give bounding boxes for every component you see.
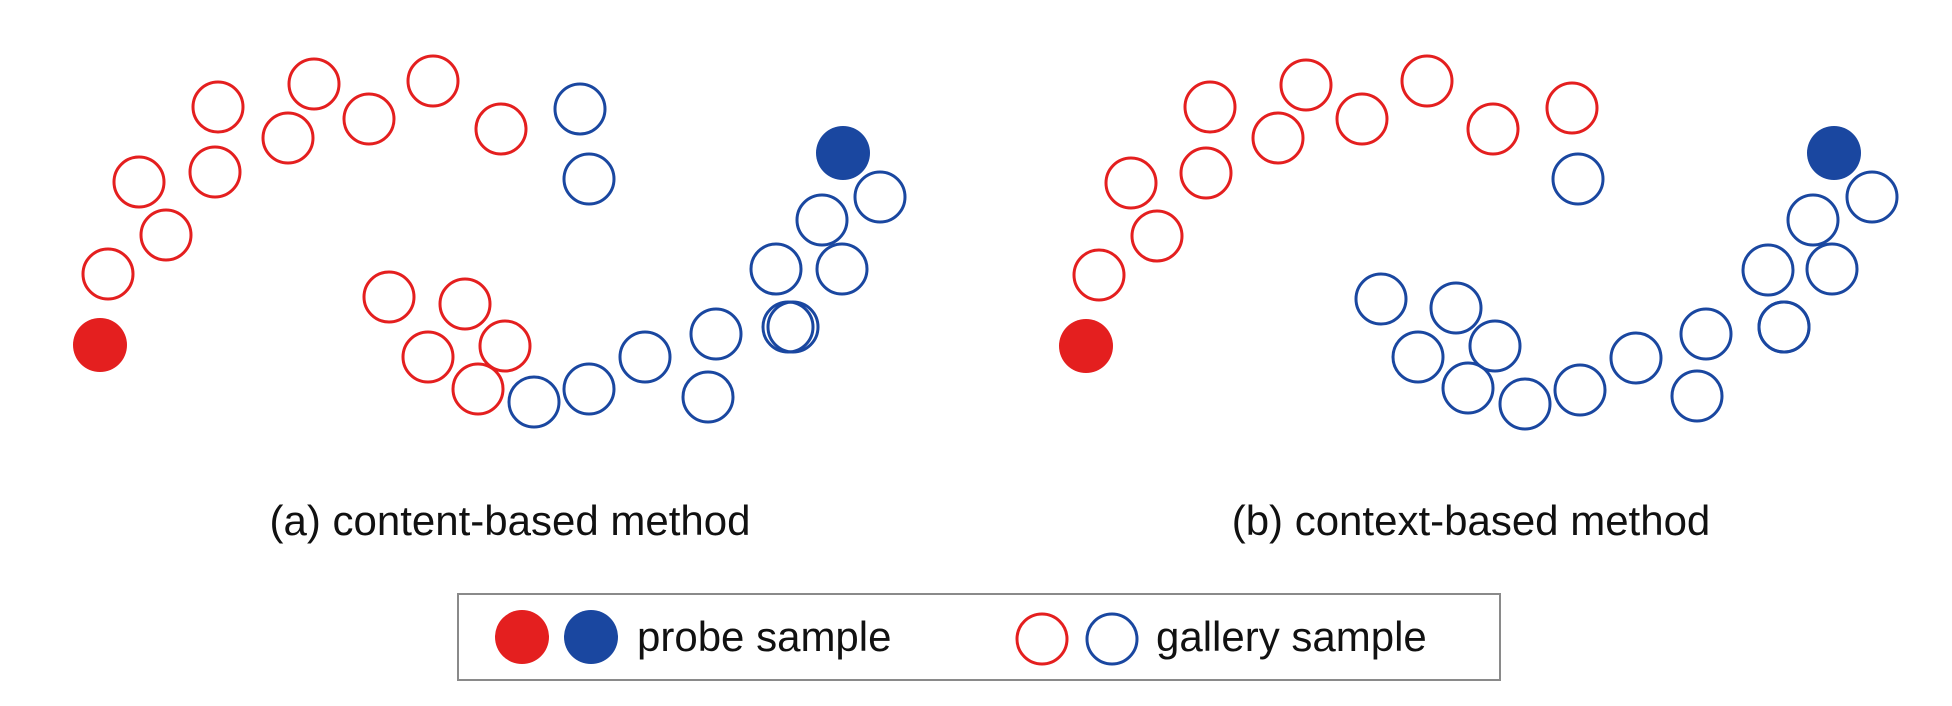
gallery-sample-blue	[1553, 363, 1607, 417]
gallery-sample-red	[342, 92, 396, 146]
gallery-sample-red	[1545, 81, 1599, 135]
probe-sample-blue	[816, 126, 870, 180]
panel-a-caption: (a) content-based method	[270, 497, 751, 544]
gallery-sample-red	[112, 155, 166, 209]
gallery-sample-blue	[853, 170, 907, 224]
gallery-sample-blue	[1429, 281, 1483, 335]
gallery-sample-blue	[815, 242, 869, 296]
gallery-sample-blue	[1468, 319, 1522, 373]
gallery-sample-blue	[1741, 243, 1795, 297]
gallery-sample-red	[1335, 92, 1389, 146]
gallery-sample-blue	[681, 370, 735, 424]
gallery-sample-red	[1466, 102, 1520, 156]
probe-sample-blue	[1807, 126, 1861, 180]
gallery-sample-blue	[766, 300, 820, 354]
gallery-sample-blue	[618, 330, 672, 384]
gallery-sample-red	[474, 102, 528, 156]
gallery-sample-blue	[1551, 152, 1605, 206]
gallery-sample-red	[478, 319, 532, 373]
gallery-sample-blue	[507, 375, 561, 429]
legend-probe-blue-icon	[564, 610, 618, 664]
gallery-sample-red	[188, 145, 242, 199]
gallery-sample-red	[1279, 58, 1333, 112]
gallery-sample-blue	[1670, 369, 1724, 423]
gallery-sample-red	[451, 362, 505, 416]
gallery-sample-blue	[749, 242, 803, 296]
gallery-sample-red	[406, 54, 460, 108]
gallery-sample-blue	[553, 82, 607, 136]
gallery-sample-red	[1130, 209, 1184, 263]
panel-content-based	[73, 54, 907, 429]
gallery-sample-red	[1072, 248, 1126, 302]
probe-sample-red	[73, 318, 127, 372]
gallery-sample-red	[191, 80, 245, 134]
gallery-sample-blue	[689, 307, 743, 361]
gallery-sample-red	[438, 277, 492, 331]
gallery-sample-blue	[1498, 377, 1552, 431]
gallery-sample-red	[401, 330, 455, 384]
gallery-sample-blue	[562, 362, 616, 416]
legend-gallery-label: gallery sample	[1156, 613, 1427, 660]
gallery-sample-blue	[1805, 242, 1859, 296]
gallery-sample-red	[1251, 111, 1305, 165]
gallery-sample-red	[1179, 146, 1233, 200]
legend-probe-red-icon	[495, 610, 549, 664]
legend-probe-label: probe sample	[637, 613, 891, 660]
legend-gallery-red-icon	[1015, 612, 1069, 666]
gallery-sample-blue	[1391, 330, 1445, 384]
gallery-sample-blue	[761, 300, 815, 354]
gallery-sample-red	[1400, 54, 1454, 108]
gallery-sample-red	[139, 208, 193, 262]
gallery-sample-red	[362, 270, 416, 324]
gallery-sample-blue	[1609, 331, 1663, 385]
gallery-sample-red	[81, 247, 135, 301]
gallery-sample-blue	[1786, 193, 1840, 247]
gallery-sample-blue	[1441, 361, 1495, 415]
panel-context-based	[1059, 54, 1899, 431]
gallery-sample-red	[261, 111, 315, 165]
gallery-sample-blue	[1354, 272, 1408, 326]
gallery-sample-red	[1183, 80, 1237, 134]
legend-gallery-blue-icon	[1085, 612, 1139, 666]
gallery-sample-blue	[1757, 300, 1811, 354]
gallery-sample-blue	[562, 152, 616, 206]
legend-box	[457, 593, 1501, 681]
legend: probe sample gallery sample	[457, 593, 1501, 681]
gallery-sample-red	[1104, 156, 1158, 210]
gallery-sample-blue	[1679, 307, 1733, 361]
gallery-sample-blue	[1845, 170, 1899, 224]
gallery-sample-red	[287, 57, 341, 111]
probe-sample-red	[1059, 319, 1113, 373]
gallery-sample-blue	[795, 193, 849, 247]
panel-b-caption: (b) context-based method	[1232, 497, 1711, 544]
